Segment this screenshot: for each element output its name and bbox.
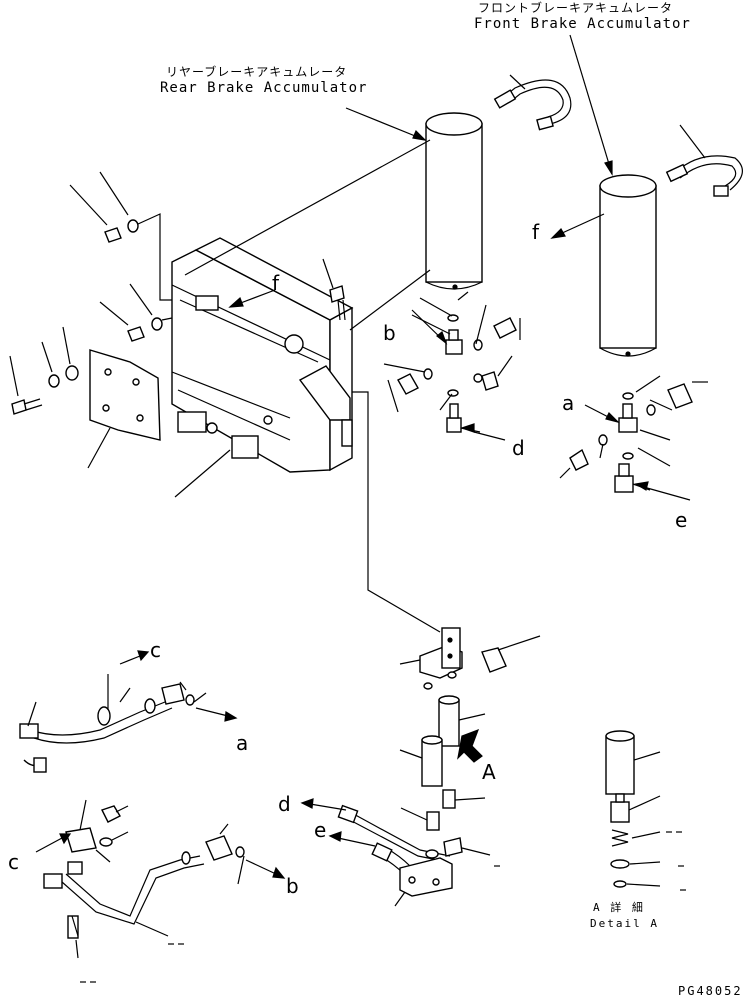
callout-c-pipe-b: c — [8, 850, 19, 874]
front-fittings — [559, 375, 708, 501]
callout-d-rear: d — [512, 436, 525, 460]
callout-big-A: A — [482, 760, 496, 784]
callout-f-front: f — [532, 220, 540, 244]
rear-accumulator-jp-label: リヤーブレーキアキュムレータ — [166, 65, 348, 79]
lower-block-assembly — [300, 627, 541, 907]
front-accumulator-en-label: Front Brake Accumulator — [474, 16, 691, 32]
detail-a-jp-label: A 詳 細 — [593, 901, 645, 914]
callout-d-lower: d — [278, 792, 291, 816]
callout-b-rear: b — [383, 321, 396, 345]
rear-fittings — [383, 291, 521, 441]
detail-a-parts — [605, 730, 661, 888]
pipe-a — [19, 650, 238, 773]
callout-f-bracket: f — [272, 271, 280, 295]
left-fasteners — [11, 219, 346, 415]
detail-a-en-label: Detail A — [590, 917, 659, 930]
leader-lines — [9, 34, 613, 633]
callout-a-front: a — [562, 391, 575, 415]
callout-e-lower: e — [314, 818, 327, 842]
callout-b-pipe: b — [286, 874, 299, 898]
rear-hose — [493, 74, 572, 131]
rear-accumulator — [425, 112, 483, 290]
cover-plate — [89, 349, 161, 441]
callout-e-front: e — [675, 508, 688, 532]
callout-a-pipe: a — [236, 731, 249, 755]
pipe-b — [35, 799, 286, 959]
front-accumulator — [599, 174, 657, 357]
drawing-code: PG48052 — [678, 984, 743, 998]
misc-marks — [80, 831, 686, 983]
accumulator-bracket — [171, 237, 354, 473]
f-arrows — [228, 213, 605, 308]
callout-c-pipe-a: c — [150, 638, 161, 662]
front-accumulator-jp-label: フロントブレーキアキュムレータ — [478, 1, 674, 15]
rear-accumulator-en-label: Rear Brake Accumulator — [160, 80, 368, 96]
front-hose — [665, 124, 743, 197]
